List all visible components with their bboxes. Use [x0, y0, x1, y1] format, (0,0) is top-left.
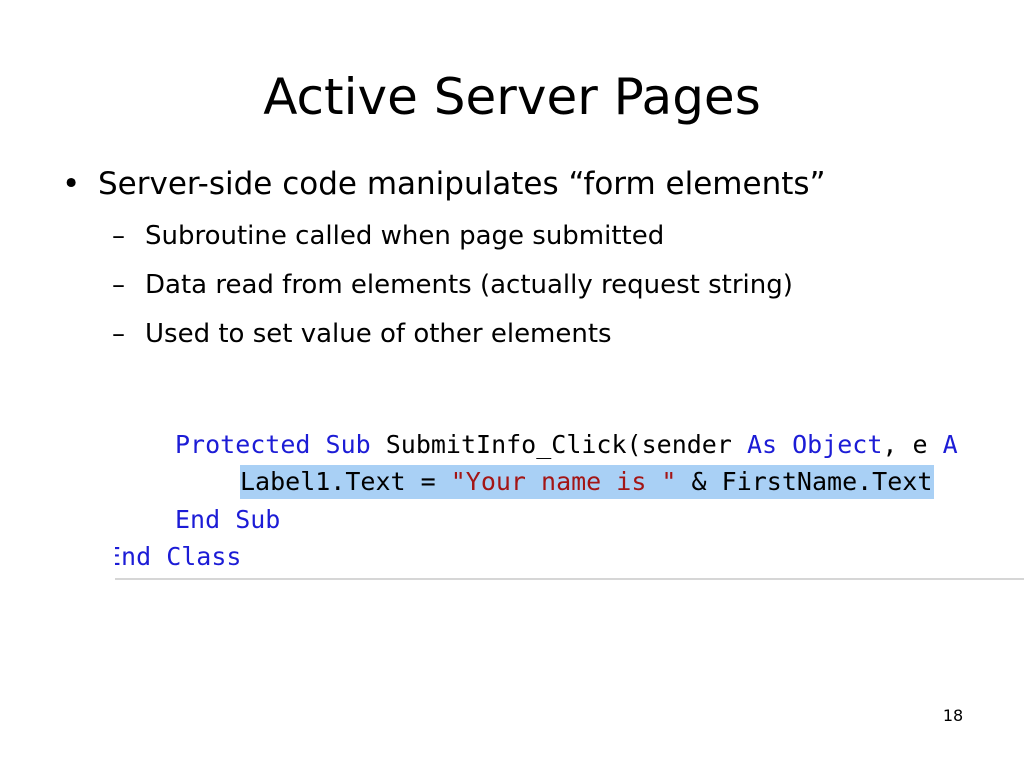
sub-bullet-text: Data read from elements (actually reques… — [145, 270, 793, 300]
code-keyword: End Sub — [175, 505, 281, 534]
code-line: Protected Sub SubmitInfo_Click(sender As… — [175, 428, 958, 462]
code-keyword: End Class — [115, 542, 242, 571]
page-number: 18 — [942, 706, 964, 725]
sub-bullet-marker: – — [112, 221, 125, 251]
sub-bullet-item: –Subroutine called when page submitted — [112, 219, 664, 253]
sub-bullet-marker: – — [112, 319, 125, 349]
code-keyword: As Object — [746, 430, 883, 459]
code-identifier: Label1.Text = — [240, 467, 451, 496]
sub-bullet-item: –Used to set value of other elements — [112, 317, 612, 351]
bullet-item: • Server-side code manipulates “form elem… — [62, 164, 826, 204]
code-identifier: SubmitInfo_Click(sender — [385, 430, 747, 459]
bullet-text: Server-side code manipulates “form eleme… — [98, 166, 826, 202]
code-screenshot: Protected Sub SubmitInfo_Click(sender As… — [115, 422, 1024, 580]
code-keyword: Protected Sub — [175, 430, 386, 459]
sub-bullet-item: –Data read from elements (actually reque… — [112, 268, 793, 302]
code-line-highlighted: Label1.Text = "Your name is " & FirstNam… — [240, 465, 935, 499]
code-identifier: & FirstName.Text — [676, 467, 933, 496]
bullet-marker: • — [62, 166, 81, 202]
slide-title: Active Server Pages — [263, 68, 761, 126]
code-keyword: A — [942, 430, 958, 459]
sub-bullet-text: Used to set value of other elements — [145, 319, 612, 349]
code-string: "Your name is " — [450, 467, 677, 496]
code-line: End Class — [115, 540, 241, 574]
code-identifier: , e — [882, 430, 943, 459]
sub-bullet-text: Subroutine called when page submitted — [145, 221, 665, 251]
code-line: End Sub — [175, 503, 280, 537]
sub-bullet-marker: – — [112, 270, 125, 300]
